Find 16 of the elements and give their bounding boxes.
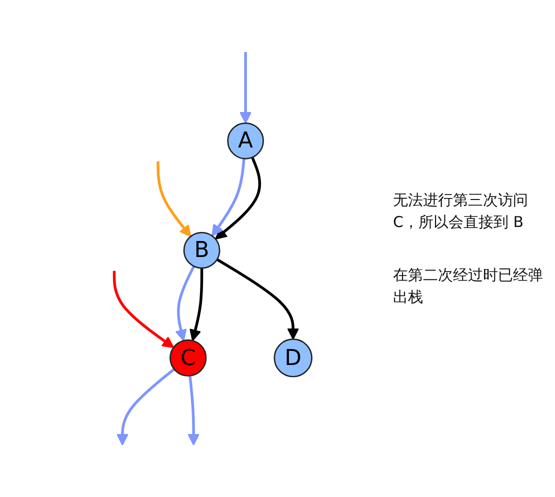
arrow xyxy=(212,158,246,236)
arrow xyxy=(188,376,200,446)
arrow xyxy=(116,368,176,446)
arrow xyxy=(189,268,204,342)
arrow xyxy=(216,258,300,340)
arrow xyxy=(156,161,192,237)
node-circle: D xyxy=(274,338,312,378)
node-circle: C xyxy=(170,339,207,377)
arrow xyxy=(112,270,174,348)
arrow xyxy=(214,156,262,240)
arrow xyxy=(175,266,196,342)
node-circle: A xyxy=(227,122,264,160)
note-text: 无法进行第三次访问 C，所以会直接到 B xyxy=(393,190,529,233)
note-text: 在第二次经过时已经弹出栈 xyxy=(393,264,544,308)
node-circle: B xyxy=(183,232,220,269)
arrow xyxy=(240,52,252,124)
